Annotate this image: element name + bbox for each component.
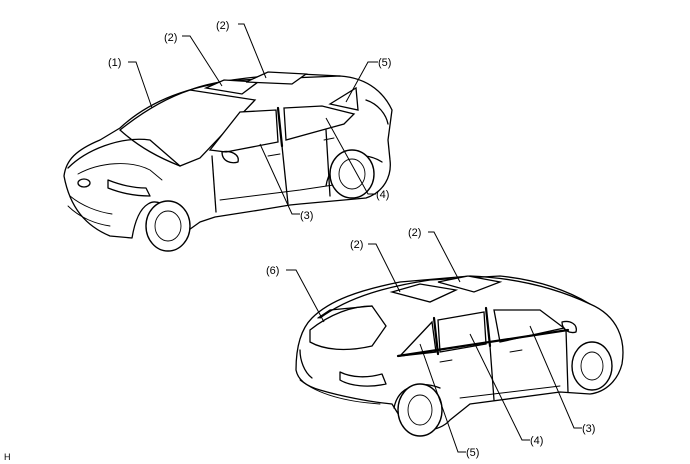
- rear-door-glass: [283, 105, 356, 141]
- front-wheel-2: [571, 341, 613, 391]
- label-rear-door-glass-1: (4): [376, 189, 389, 201]
- windshield-glass: [118, 89, 257, 167]
- label-back-door-glass: (6): [266, 265, 279, 277]
- label-front-door-glass-1: (3): [300, 210, 313, 222]
- leader-lines: [128, 23, 582, 453]
- vehicle-front-view: [63, 71, 393, 252]
- label-sunroof-3: (2): [350, 239, 363, 251]
- label-rear-door-glass-2: (4): [530, 435, 543, 447]
- rear-wheel: [329, 149, 375, 199]
- label-sunroof-2: (2): [216, 20, 229, 32]
- label-sunroof-1: (2): [164, 32, 177, 44]
- label-quarter-window-2: (5): [466, 447, 479, 459]
- front-wheel: [145, 200, 191, 252]
- quarter-window-glass: [328, 86, 359, 111]
- callout-labels: (1) (2) (2) (5) (3) (4) (6) (2) (2) (5) …: [4, 20, 595, 462]
- label-sunroof-4: (2): [408, 227, 421, 239]
- rear-sunroof-glass: [245, 71, 308, 85]
- corner-code: H: [4, 452, 11, 462]
- label-quarter-window-1: (5): [378, 57, 391, 69]
- label-windshield: (1): [108, 57, 121, 69]
- front-door-glass-2: [493, 309, 566, 343]
- back-door-glass: [309, 305, 387, 351]
- label-front-door-glass-2: (3): [582, 423, 595, 435]
- front-sunroof-glass-2: [389, 283, 459, 303]
- vehicle-rear-view: [295, 275, 624, 437]
- rear-wheel-2: [397, 383, 443, 437]
